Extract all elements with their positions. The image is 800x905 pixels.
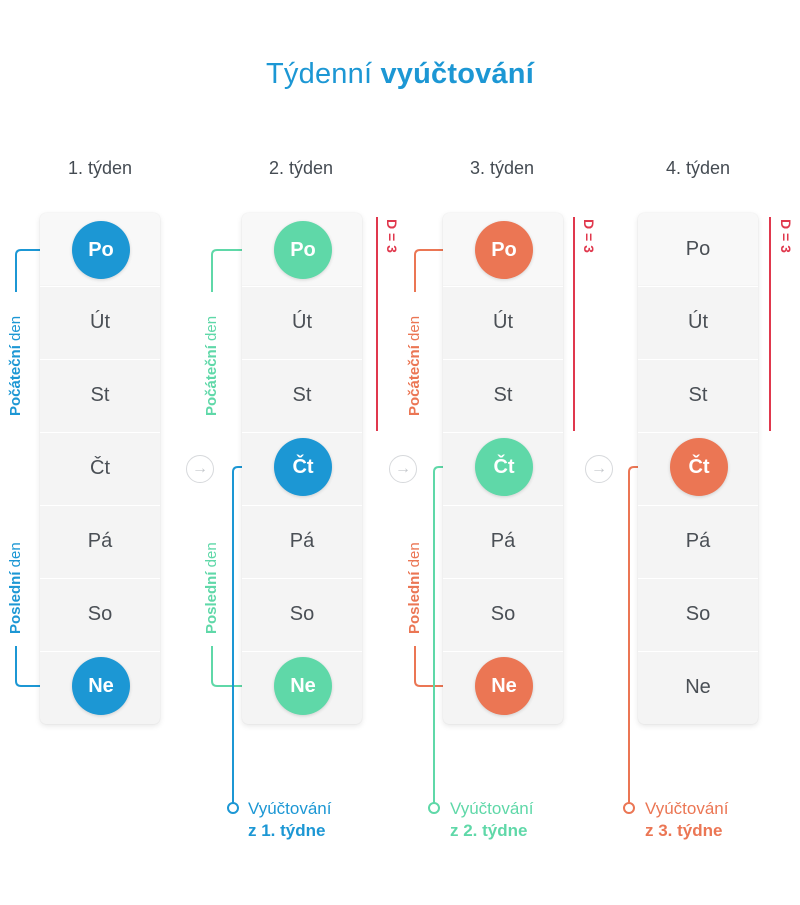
end-day-label: Poslední den (406, 542, 423, 634)
week-4-billing-day: Čt (670, 438, 728, 496)
day-cell (638, 432, 758, 504)
week-4-column: Po Út St Pá So Ne (638, 213, 758, 724)
title-bold: vyúčtování (380, 58, 534, 90)
day-cell: Pá (638, 505, 758, 577)
week-1-column: Út St Čt Pá So (40, 213, 160, 724)
week-2-start-day: Po (274, 221, 332, 279)
d-marker-label: D = 3 (384, 219, 400, 253)
billing-result-line2: z 1. týdne (248, 821, 326, 840)
day-cell (443, 651, 563, 723)
billing-result-line1: Vyúčtování (450, 799, 534, 818)
day-cell: Pá (242, 505, 362, 577)
billing-result-line2: z 2. týdne (450, 821, 528, 840)
day-cell: So (638, 578, 758, 650)
week-3-end-day: Ne (475, 657, 533, 715)
day-cell: Ne (638, 651, 758, 723)
day-cell: Pá (443, 505, 563, 577)
week-1-label: 1. týden (67, 158, 133, 178)
week-3-start-day: Po (475, 221, 533, 279)
d-marker-label: D = 3 (778, 219, 794, 253)
day-cell: So (443, 578, 563, 650)
day-cell (242, 432, 362, 504)
billing-result-week-1: Vyúčtování z 1. týdne (248, 798, 331, 842)
week-1-start-day: Po (72, 221, 130, 279)
week-2-billing-day: Čt (274, 438, 332, 496)
billing-result-line1: Vyúčtování (248, 799, 332, 818)
billing-result-week-3: Vyúčtování z 3. týdne (645, 798, 728, 842)
day-cell: Čt (40, 432, 160, 504)
day-cell (443, 432, 563, 504)
day-cell: St (40, 359, 160, 431)
day-cell: Út (638, 286, 758, 358)
end-day-label: Poslední den (7, 542, 24, 634)
day-cell: Pá (40, 505, 160, 577)
week-2-column: Út St Pá So (242, 213, 362, 724)
week-2-label: 2. týden (268, 158, 334, 178)
week-1-end-day: Ne (72, 657, 130, 715)
start-day-label: Počáteční den (203, 315, 220, 416)
billing-result-line2: z 3. týdne (645, 821, 723, 840)
day-cell (40, 651, 160, 723)
day-cell: So (40, 578, 160, 650)
day-cell (242, 651, 362, 723)
day-cell: St (242, 359, 362, 431)
day-cell: So (242, 578, 362, 650)
arrow-right-circle-icon: → (186, 455, 214, 483)
start-day-label: Počáteční den (7, 315, 24, 416)
arrow-right-circle-icon: → (389, 455, 417, 483)
week-3-billing-day: Čt (475, 438, 533, 496)
title-regular: Týdenní (266, 58, 373, 90)
billing-result-week-2: Vyúčtování z 2. týdne (450, 798, 533, 842)
d-marker-label: D = 3 (581, 219, 597, 253)
day-cell: Út (443, 286, 563, 358)
billing-result-line1: Vyúčtování (645, 799, 729, 818)
day-cell: Po (638, 213, 758, 285)
end-day-label: Poslední den (203, 542, 220, 634)
page-title: Týdenní vyúčtování (0, 58, 800, 91)
day-cell: Út (40, 286, 160, 358)
arrow-right-circle-icon: → (585, 455, 613, 483)
week-4-label: 4. týden (665, 158, 731, 178)
day-cell: St (443, 359, 563, 431)
start-day-label: Počáteční den (406, 315, 423, 416)
day-cell: St (638, 359, 758, 431)
week-3-label: 3. týden (469, 158, 535, 178)
day-cell: Út (242, 286, 362, 358)
week-2-end-day: Ne (274, 657, 332, 715)
